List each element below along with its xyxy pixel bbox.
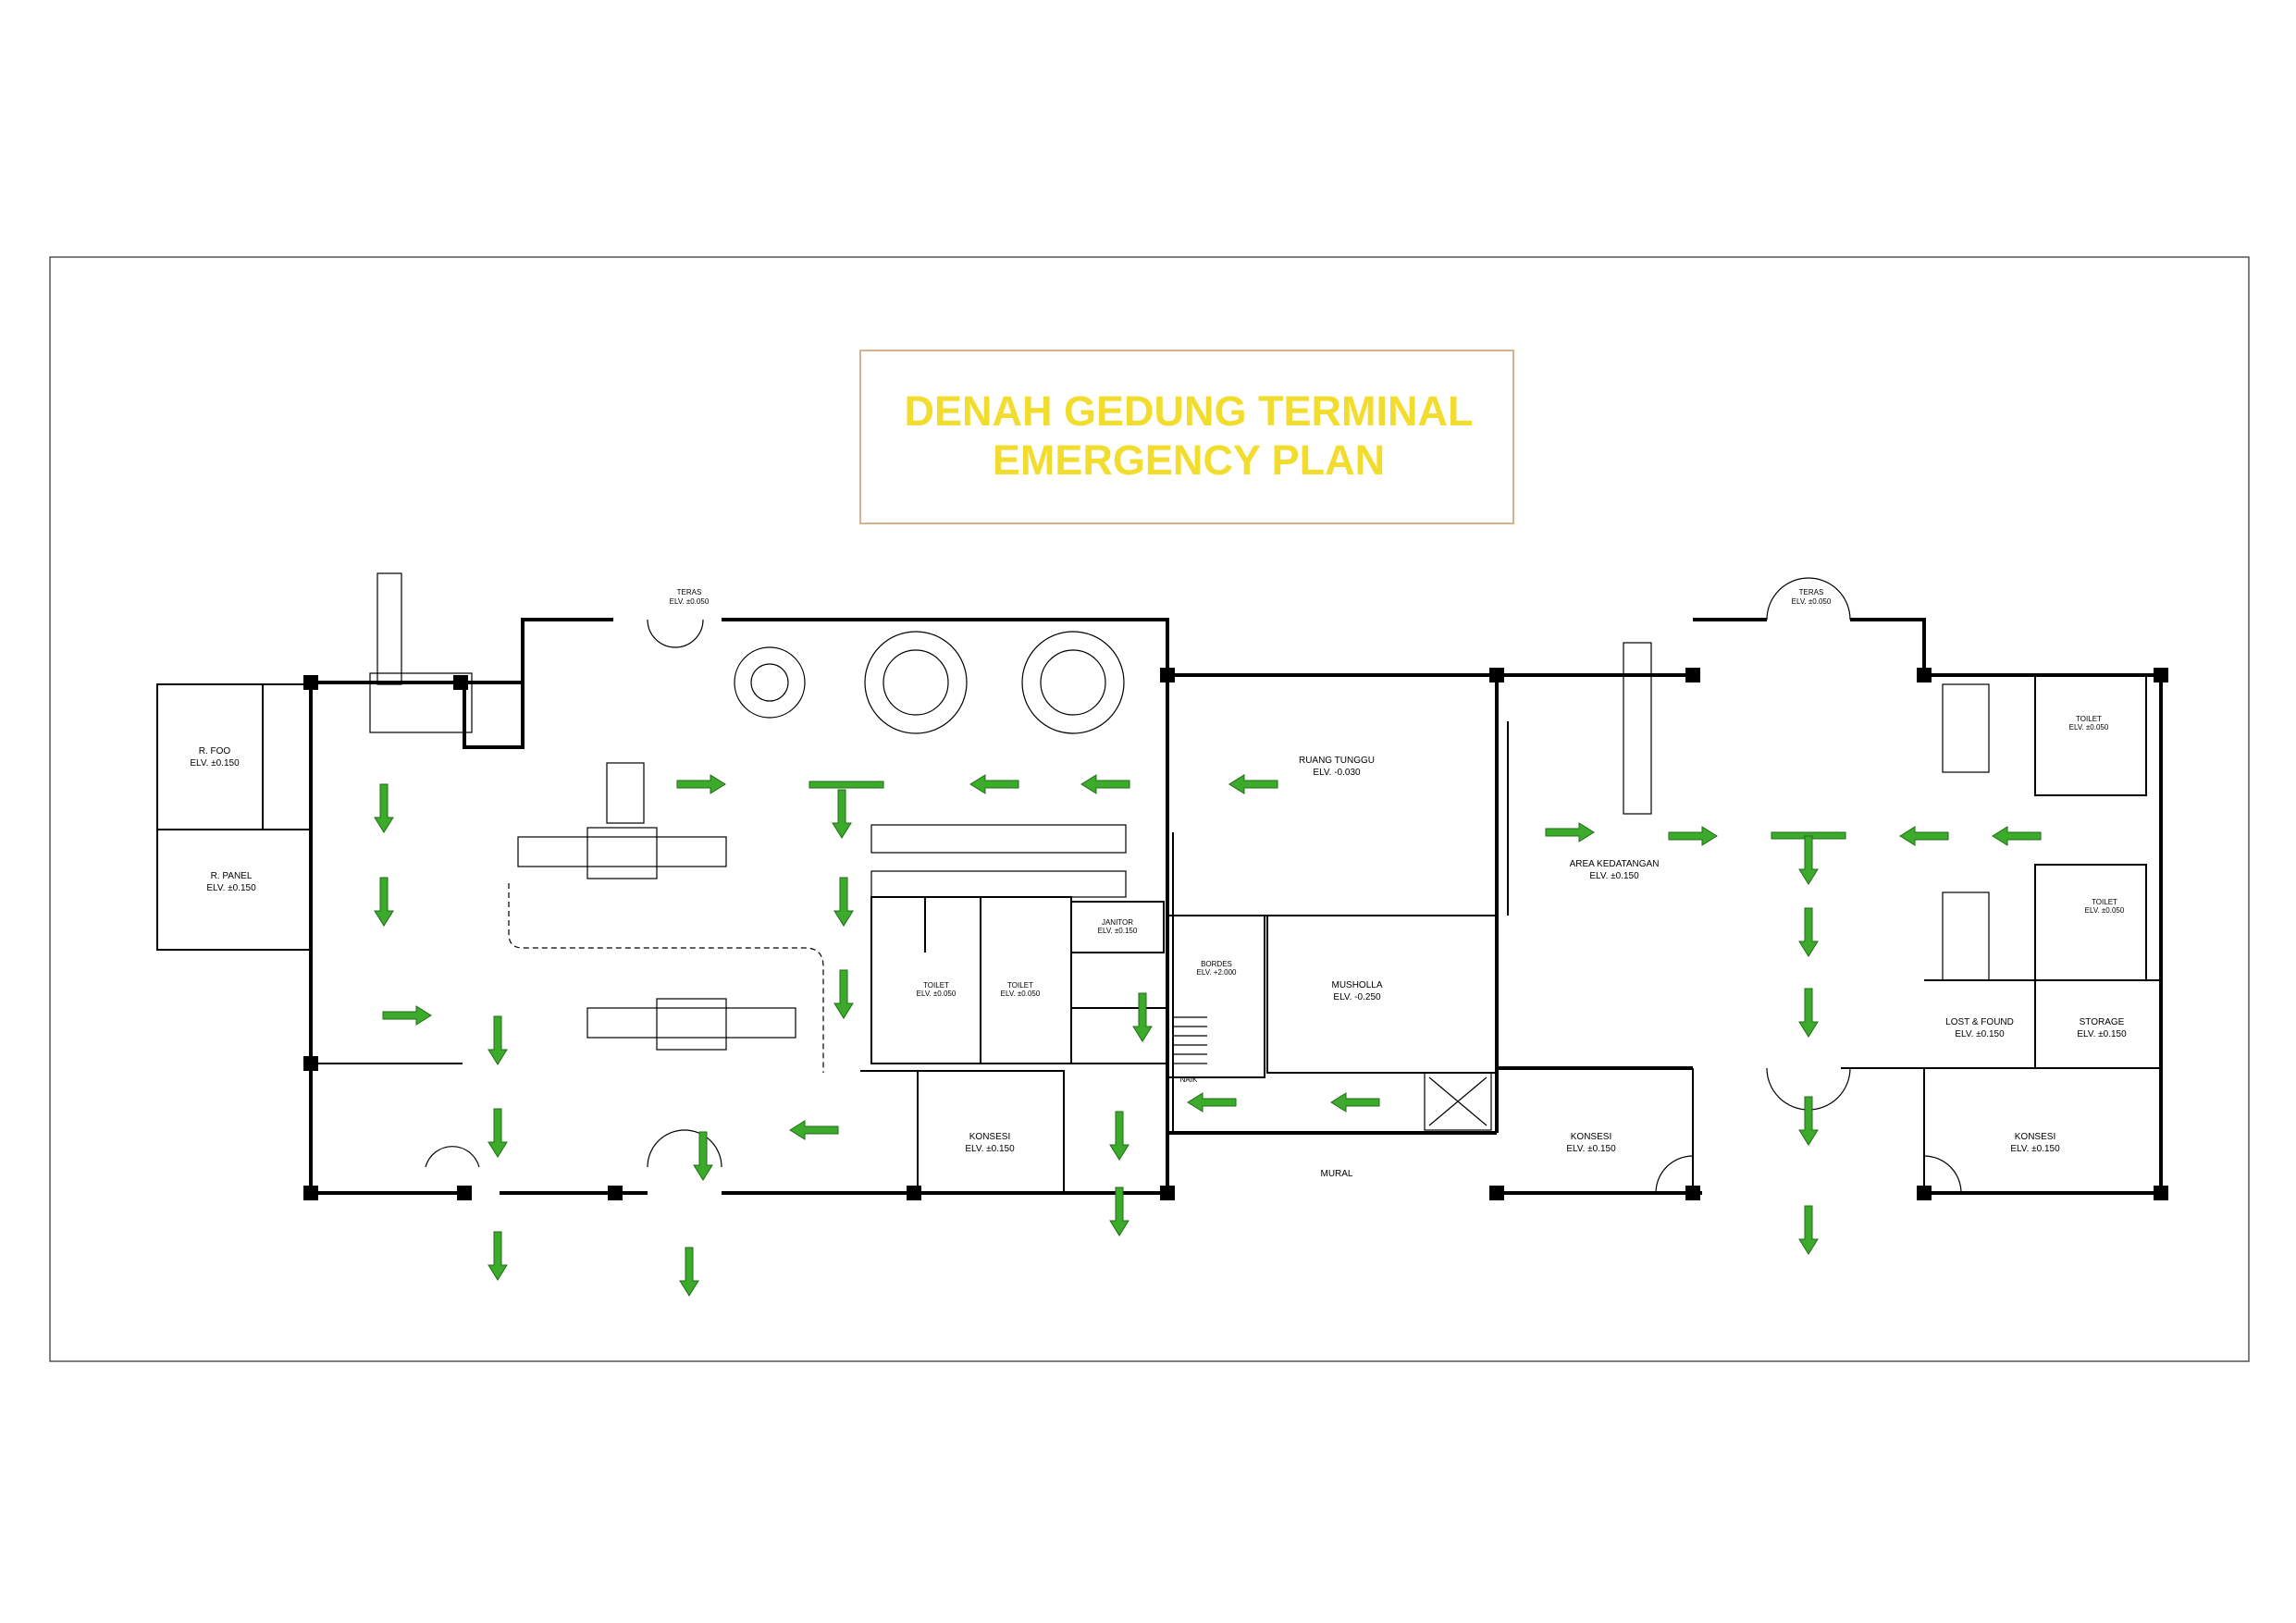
evacuation-arrow [1798, 835, 1819, 885]
evacuation-arrow [676, 774, 726, 794]
evacuation-arrow [1132, 992, 1153, 1042]
room-konsesi-1-name: KONSESI [969, 1132, 1010, 1142]
structural-columns [303, 668, 2168, 1200]
waiting-benches [870, 824, 1127, 898]
room-teras-right-name: TERAS [1799, 588, 1824, 596]
room-konsesi-2-name: KONSESI [1571, 1132, 1611, 1142]
evacuation-arrow [1798, 907, 1819, 957]
round-table [734, 646, 806, 719]
evacuation-arrow [1899, 826, 1949, 846]
evacuation-arrow [1798, 988, 1819, 1038]
room-teras-left-elev: ELV. ±0.050 [670, 597, 710, 606]
evacuation-arrow [1798, 1205, 1819, 1255]
evacuation-arrow [1798, 1096, 1819, 1146]
room-storage-name: STORAGE [2080, 1017, 2125, 1027]
room-bordes-elev: ELV. +2.000 [1197, 968, 1237, 977]
evacuation-arrow [1080, 774, 1130, 794]
evacuation-arrow [488, 1231, 508, 1281]
room-teras-right-elev: ELV. ±0.050 [1792, 597, 1832, 606]
room-konsesi-3-elev: ELV. ±0.150 [2010, 1144, 2060, 1154]
room-janitor-name: JANITOR [1102, 918, 1133, 927]
room-konsesi-2-elev: ELV. ±0.150 [1566, 1144, 1616, 1154]
room-ruang-tunggu-name: RUANG TUNGGU [1299, 756, 1375, 766]
drawing-frame [49, 256, 2250, 1362]
evacuation-arrow [1992, 826, 2042, 846]
evacuation-arrow [969, 774, 1019, 794]
evacuation-arrow [374, 877, 394, 927]
room-toilet-1-name: TOILET [923, 981, 949, 990]
evacuation-arrow [1187, 1092, 1237, 1113]
room-toilet-r2-name: TOILET [2092, 898, 2117, 906]
room-janitor-elev: ELV. ±0.150 [1098, 927, 1138, 935]
title-line-1: DENAH GEDUNG TERMINAL [905, 387, 1474, 435]
round-table [864, 631, 968, 734]
room-storage-elev: ELV. ±0.150 [2077, 1029, 2127, 1039]
evacuation-arrow [789, 1120, 839, 1140]
evacuation-arrow [1545, 822, 1595, 842]
room-area-kedatangan-elev: ELV. ±0.150 [1589, 871, 1639, 881]
evacuation-arrow [488, 1015, 508, 1065]
evacuation-arrow [1109, 1111, 1129, 1161]
evacuation-arrow [832, 789, 852, 839]
evacuation-arrows [374, 774, 2042, 1297]
left-wing-walls [156, 572, 1169, 1195]
round-table [1021, 631, 1125, 734]
right-wing-walls [1497, 577, 2163, 1195]
evacuation-arrow [382, 1005, 432, 1026]
room-r-foo-elev: ELV. ±0.150 [190, 758, 240, 768]
room-musholla-elev: ELV. -0.250 [1333, 992, 1381, 1002]
room-toilet-r1-name: TOILET [2076, 715, 2102, 723]
centre-walls [1167, 673, 1499, 1135]
room-teras-left-name: TERAS [677, 588, 702, 596]
room-toilet-2-elev: ELV. ±0.050 [1001, 990, 1041, 998]
room-konsesi-1-elev: ELV. ±0.150 [965, 1144, 1015, 1154]
evacuation-arrow [833, 969, 854, 1019]
evacuation-arrow [1228, 774, 1278, 794]
evacuation-arrow [1668, 826, 1718, 846]
room-bordes-name: BORDES [1201, 960, 1232, 968]
evacuation-arrow [1330, 1092, 1380, 1113]
evacuation-arrow [679, 1247, 699, 1297]
room-toilet-r2-elev: ELV. ±0.050 [2085, 906, 2125, 915]
room-r-panel-elev: ELV. ±0.150 [206, 883, 256, 893]
room-konsesi-3-name: KONSESI [2015, 1132, 2055, 1142]
evacuation-arrow [374, 783, 394, 833]
room-r-foo-name: R. FOO [199, 746, 231, 756]
room-ruang-tunggu-elev: ELV. -0.030 [1313, 768, 1361, 778]
evacuation-arrow [833, 877, 854, 927]
room-labels: R. FOO ELV. ±0.150 R. PANEL ELV. ±0.150 … [190, 588, 2127, 1179]
room-toilet-1-elev: ELV. ±0.050 [917, 990, 957, 998]
room-lost-found-name: LOST & FOUND [1945, 1017, 2014, 1027]
note-mural: MURAL [1320, 1169, 1352, 1179]
room-toilet-2-name: TOILET [1007, 981, 1033, 990]
room-r-panel-name: R. PANEL [211, 871, 253, 881]
room-lost-found-elev: ELV. ±0.150 [1955, 1029, 2005, 1039]
evacuation-arrow [488, 1108, 508, 1158]
title-line-2: EMERGENCY PLAN [993, 436, 1385, 484]
room-toilet-r1-elev: ELV. ±0.050 [2069, 723, 2109, 732]
title-box [859, 350, 1514, 524]
note-naik: NAIK [1180, 1076, 1198, 1084]
evacuation-arrow-junction [809, 781, 884, 789]
room-musholla-name: MUSHOLLA [1331, 980, 1382, 990]
room-area-kedatangan-name: AREA KEDATANGAN [1570, 859, 1660, 869]
